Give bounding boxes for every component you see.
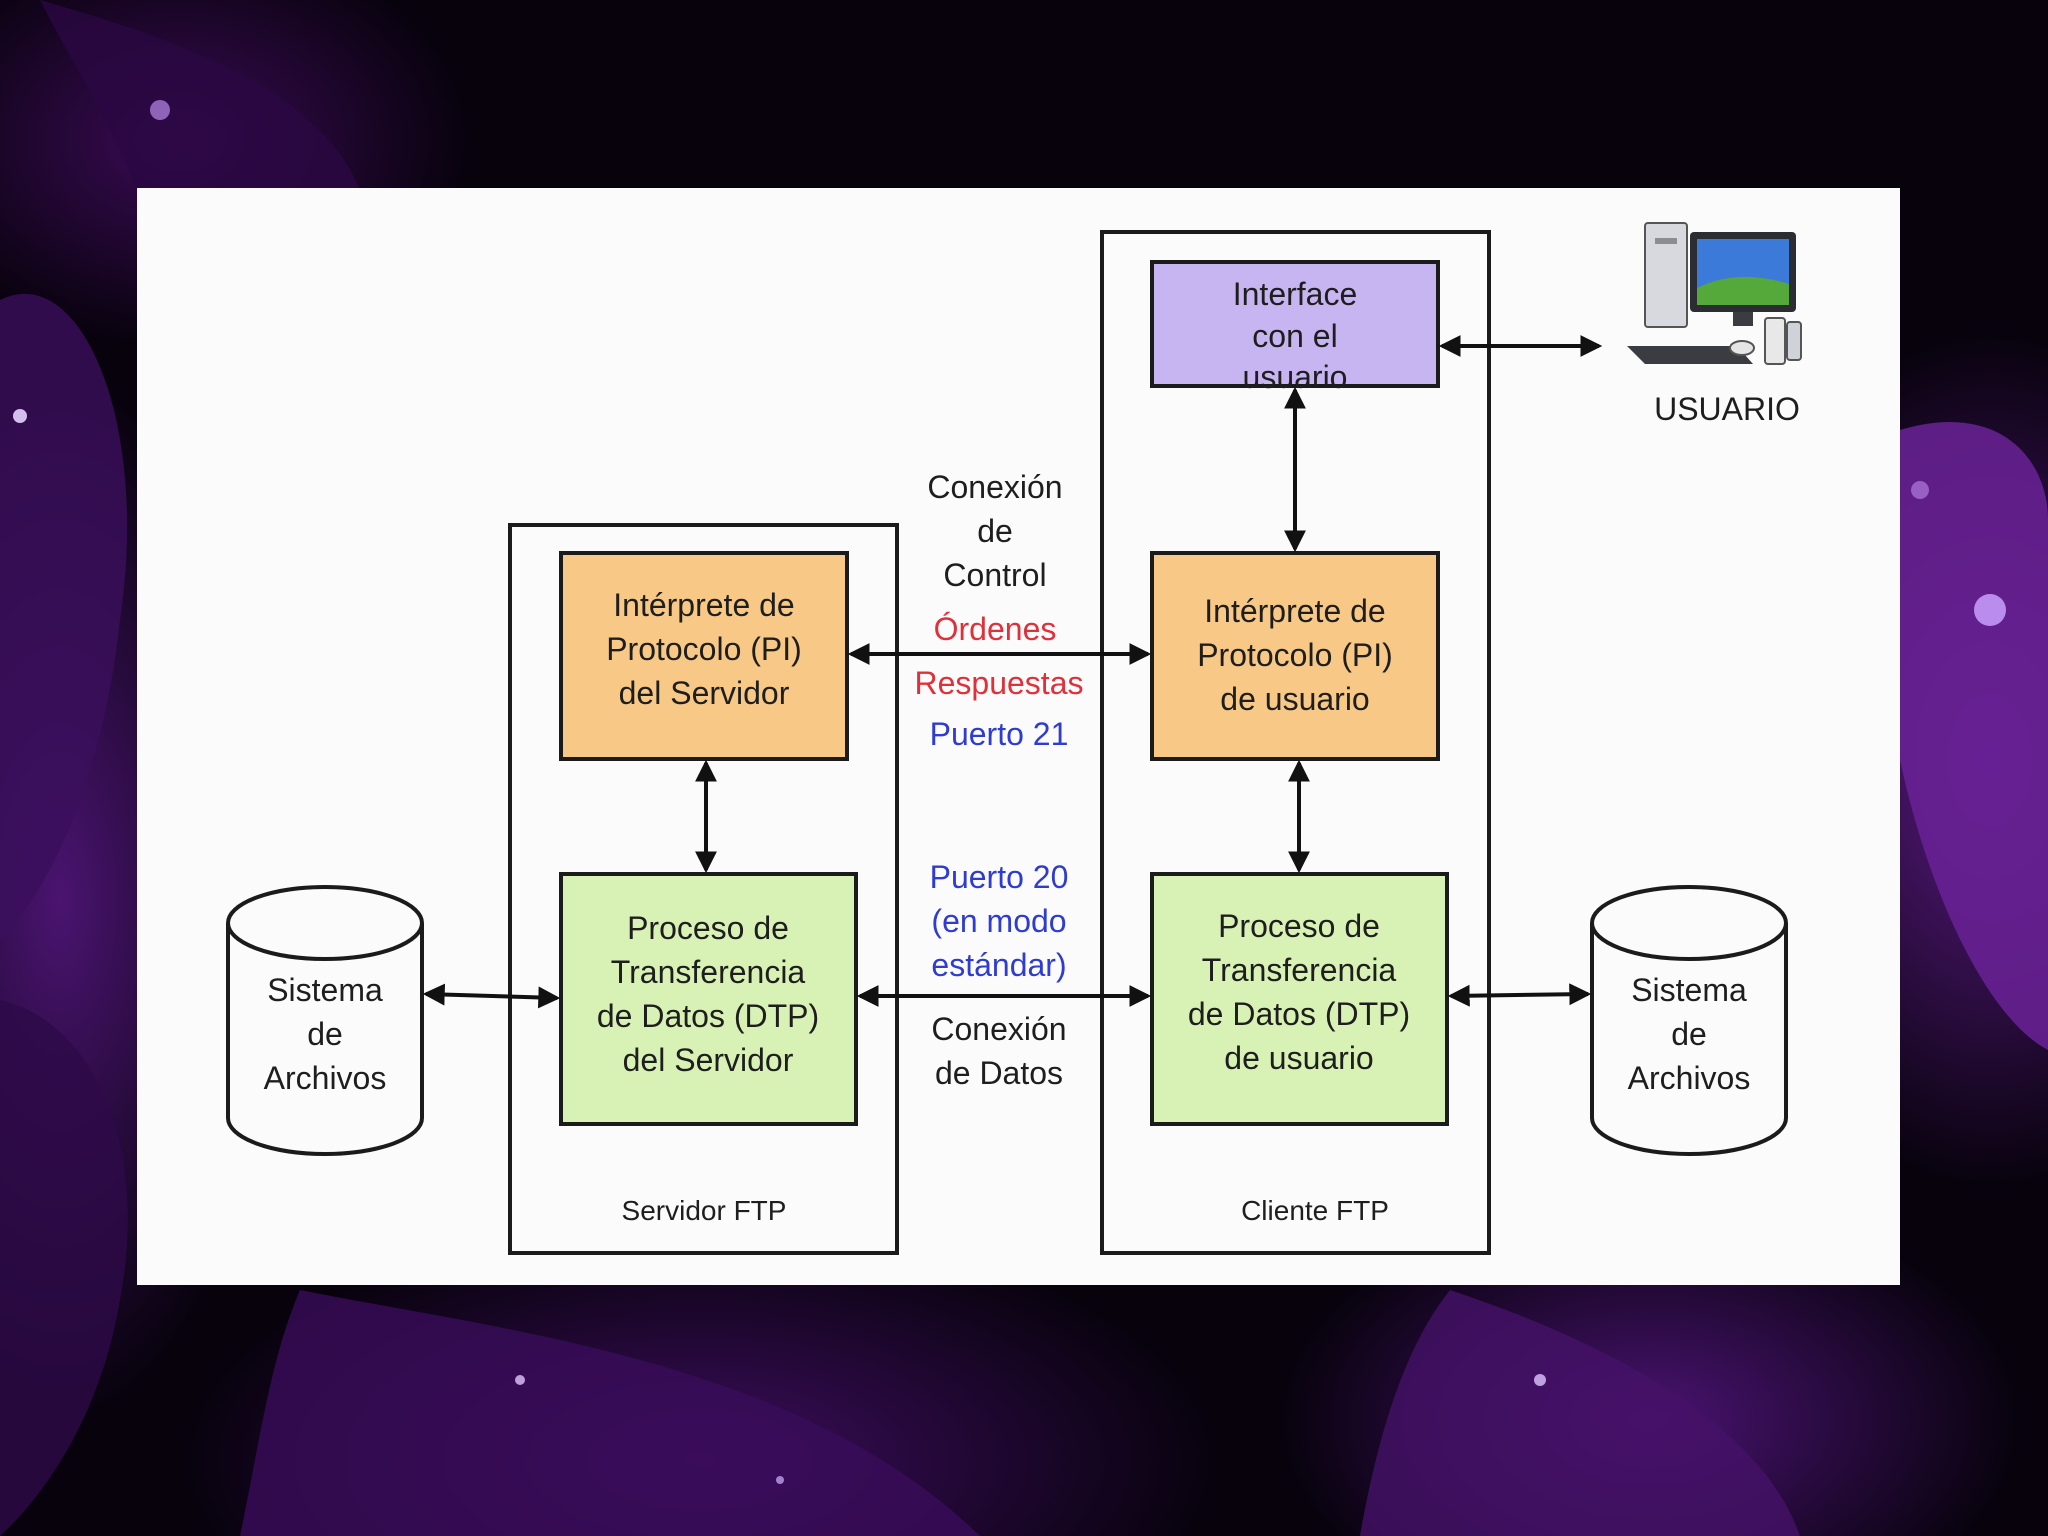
ftp-architecture-diagram: USUARIO Interface con el usuario Conexió…	[226, 222, 1802, 1255]
client-pi-box	[1150, 551, 1440, 761]
petal-shape	[1900, 422, 2048, 1051]
client-dtp-label-4: de usuario	[1224, 1040, 1373, 1076]
client-pi-label-2: Protocolo (PI)	[1197, 637, 1393, 673]
port-20-label: Puerto 20	[930, 859, 1069, 895]
data-connection-label-1: Conexión	[931, 1011, 1066, 1047]
water-droplet	[1534, 1374, 1546, 1386]
water-droplet	[1974, 594, 2006, 626]
orders-label: Órdenes	[934, 611, 1057, 647]
client-ftp-frame	[1100, 230, 1491, 1255]
client-pi-label-3: de usuario	[1220, 681, 1369, 717]
diagram-panel: USUARIO Interface con el usuario Conexió…	[137, 188, 1900, 1285]
server-pi-label-1: Intérprete de	[613, 587, 794, 623]
client-pi-label-1: Intérprete de	[1204, 593, 1385, 629]
desktop-computer-icon	[1627, 222, 1802, 365]
interface-label-3: usuario	[1243, 359, 1348, 395]
fs-right-label-3: Archivos	[1628, 1060, 1751, 1096]
standard-mode-label-2: estándar)	[931, 947, 1066, 983]
server-ftp-frame	[508, 523, 899, 1255]
control-connection-label-3: Control	[943, 557, 1046, 593]
client-dtp-label-1: Proceso de	[1218, 908, 1380, 944]
fs-right-label-2: de	[1671, 1016, 1707, 1052]
water-droplet	[13, 409, 27, 423]
arrow-client-dtp-fs-right	[1447, 983, 1592, 1007]
server-pi-box	[559, 551, 849, 761]
server-dtp-box	[559, 872, 858, 1126]
connector-arrows	[422, 335, 1603, 1009]
user-interface-box	[1150, 260, 1440, 388]
petal-shape	[0, 293, 128, 940]
water-droplet	[1911, 481, 1929, 499]
water-droplet	[150, 100, 170, 120]
server-ftp-title: Servidor FTP	[622, 1195, 787, 1226]
petal-shape	[0, 1000, 128, 1536]
standard-mode-label-1: (en modo	[931, 903, 1066, 939]
water-droplet	[515, 1375, 525, 1385]
fs-right-label-1: Sistema	[1631, 972, 1747, 1008]
server-pi-label-3: del Servidor	[619, 675, 790, 711]
server-dtp-label-3: de Datos (DTP)	[597, 998, 819, 1034]
server-dtp-label-4: del Servidor	[623, 1042, 794, 1078]
water-droplet	[776, 1476, 784, 1484]
control-connection-label-1: Conexión	[927, 469, 1062, 505]
control-connection-label-2: de	[977, 513, 1013, 549]
petal-shape	[40, 0, 360, 190]
responses-label: Respuestas	[915, 665, 1084, 701]
file-system-left	[226, 885, 424, 1156]
user-label: USUARIO	[1654, 391, 1800, 427]
client-dtp-label-2: Transferencia	[1202, 952, 1397, 988]
fs-left-label-2: de	[307, 1016, 343, 1052]
data-connection-label-2: de Datos	[935, 1055, 1063, 1091]
petal-shape	[240, 1290, 980, 1536]
server-pi-label-2: Protocolo (PI)	[606, 631, 802, 667]
file-system-right	[1590, 885, 1788, 1156]
arrow-fs-left-server-dtp	[422, 983, 561, 1009]
server-dtp-label-2: Transferencia	[611, 954, 806, 990]
client-dtp-label-3: de Datos (DTP)	[1188, 996, 1410, 1032]
fs-left-label-3: Archivos	[264, 1060, 387, 1096]
interface-label-1: Interface	[1233, 276, 1358, 312]
client-ftp-title: Cliente FTP	[1241, 1195, 1389, 1226]
server-dtp-label-1: Proceso de	[627, 910, 789, 946]
port-21-label: Puerto 21	[930, 716, 1069, 752]
petal-shape	[1360, 1290, 1800, 1536]
interface-label-2: con el	[1252, 318, 1337, 354]
fs-left-label-1: Sistema	[267, 972, 383, 1008]
client-dtp-box	[1150, 872, 1449, 1126]
